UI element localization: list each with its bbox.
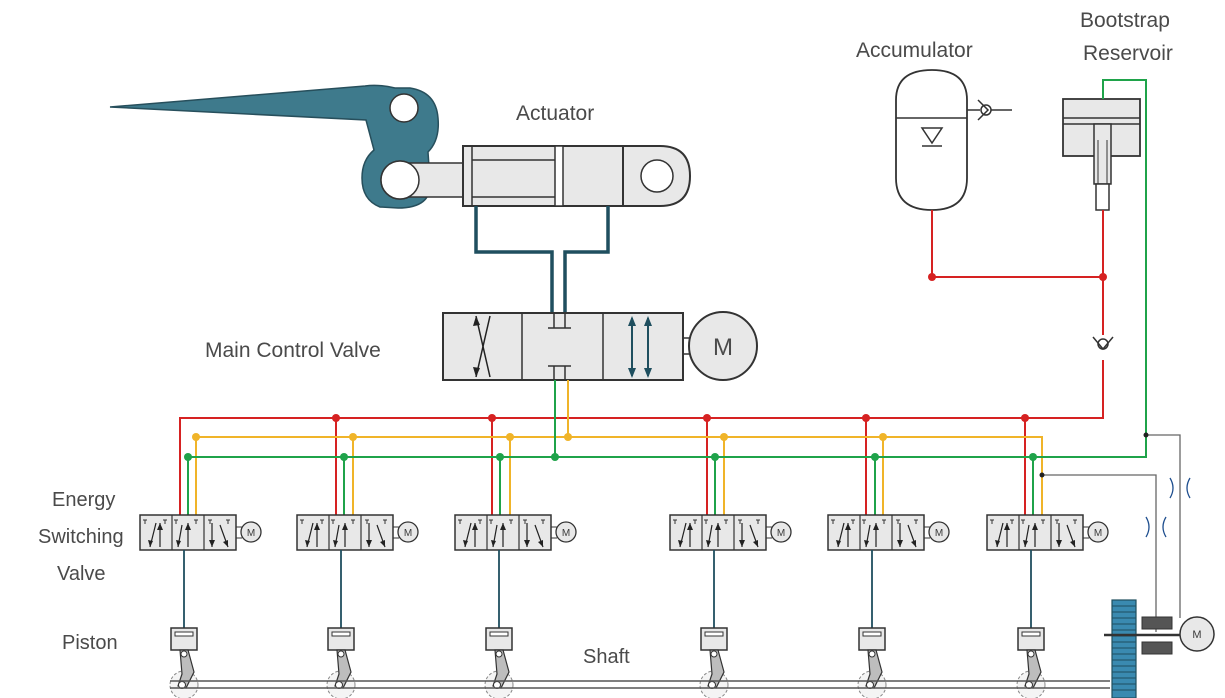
- gear-motor-symbol: M: [1192, 629, 1201, 641]
- return-junctions: [184, 453, 1037, 461]
- main-control-valve: M: [442, 311, 758, 381]
- accumulator-triangle-icon: [920, 127, 944, 145]
- actuator-mount-hole-icon: [640, 159, 674, 193]
- pressure-junctions: [332, 273, 1107, 422]
- piston-2: [326, 549, 356, 698]
- motor-circuit-junctions: [1039, 432, 1149, 478]
- energy-switching-valve-3: M: [454, 514, 577, 551]
- esv-motor-symbol-6: M: [1094, 528, 1102, 539]
- esv-motor-symbol-1: M: [247, 528, 255, 539]
- accumulator-check-valve-icon: [980, 104, 992, 116]
- gear-icon: [1111, 599, 1137, 698]
- bootstrap-reservoir-label-1: Bootstrap: [1080, 9, 1170, 32]
- bootstrap-reservoir-label-2: Reservoir: [1083, 42, 1173, 65]
- main-control-valve-label: Main Control Valve: [205, 339, 381, 362]
- shaft: [170, 680, 1110, 689]
- actuator-label: Actuator: [516, 102, 594, 125]
- esv-motor-symbol-2: M: [404, 528, 412, 539]
- energy-switching-valve-label-3: Valve: [57, 563, 106, 585]
- piston-6: [1016, 549, 1046, 698]
- main-valve-motor-icon: [688, 311, 758, 381]
- energy-switching-valve-4: M: [669, 514, 792, 551]
- shaft-label: Shaft: [583, 646, 630, 668]
- yellow-lines: [195, 380, 1043, 515]
- piston-4: [699, 549, 729, 698]
- piston-1: [169, 549, 199, 698]
- pressure-check-valve-icon: [1092, 336, 1114, 351]
- gear-motor: M: [1104, 599, 1215, 698]
- motor-circuit-lines: [1042, 434, 1181, 632]
- piston-5: [857, 549, 887, 698]
- main-valve-motor-symbol: M: [713, 334, 733, 361]
- energy-switching-valve-5: M: [827, 514, 950, 551]
- esv-motor-symbol-4: M: [777, 528, 785, 539]
- energy-switching-valve-label-2: Switching: [38, 526, 124, 548]
- energy-switching-valve-6: M: [986, 514, 1109, 551]
- gear-motor-icon: [1179, 616, 1215, 652]
- orifice-icons: [1145, 477, 1191, 538]
- actuator-piston-head: [554, 145, 564, 207]
- piston-3: [484, 549, 514, 698]
- esv-motor-symbol-5: M: [935, 528, 943, 539]
- accumulator-label: Accumulator: [856, 39, 973, 62]
- pivot-hole-icon: [389, 93, 419, 123]
- energy-switching-valve-2: M: [296, 514, 419, 551]
- bootstrap-reservoir: [1062, 98, 1141, 211]
- yellow-junctions: [192, 433, 887, 441]
- accumulator: [895, 69, 1012, 211]
- return-lines: [187, 79, 1147, 515]
- actuator: [380, 145, 692, 207]
- energy-switching-valve-1: M: [139, 514, 262, 551]
- actuator-hydraulic-lines: [474, 206, 610, 314]
- esv-motor-symbol-3: M: [562, 528, 570, 539]
- piston-label: Piston: [62, 632, 118, 654]
- energy-switching-valve-label-1: Energy: [52, 489, 115, 511]
